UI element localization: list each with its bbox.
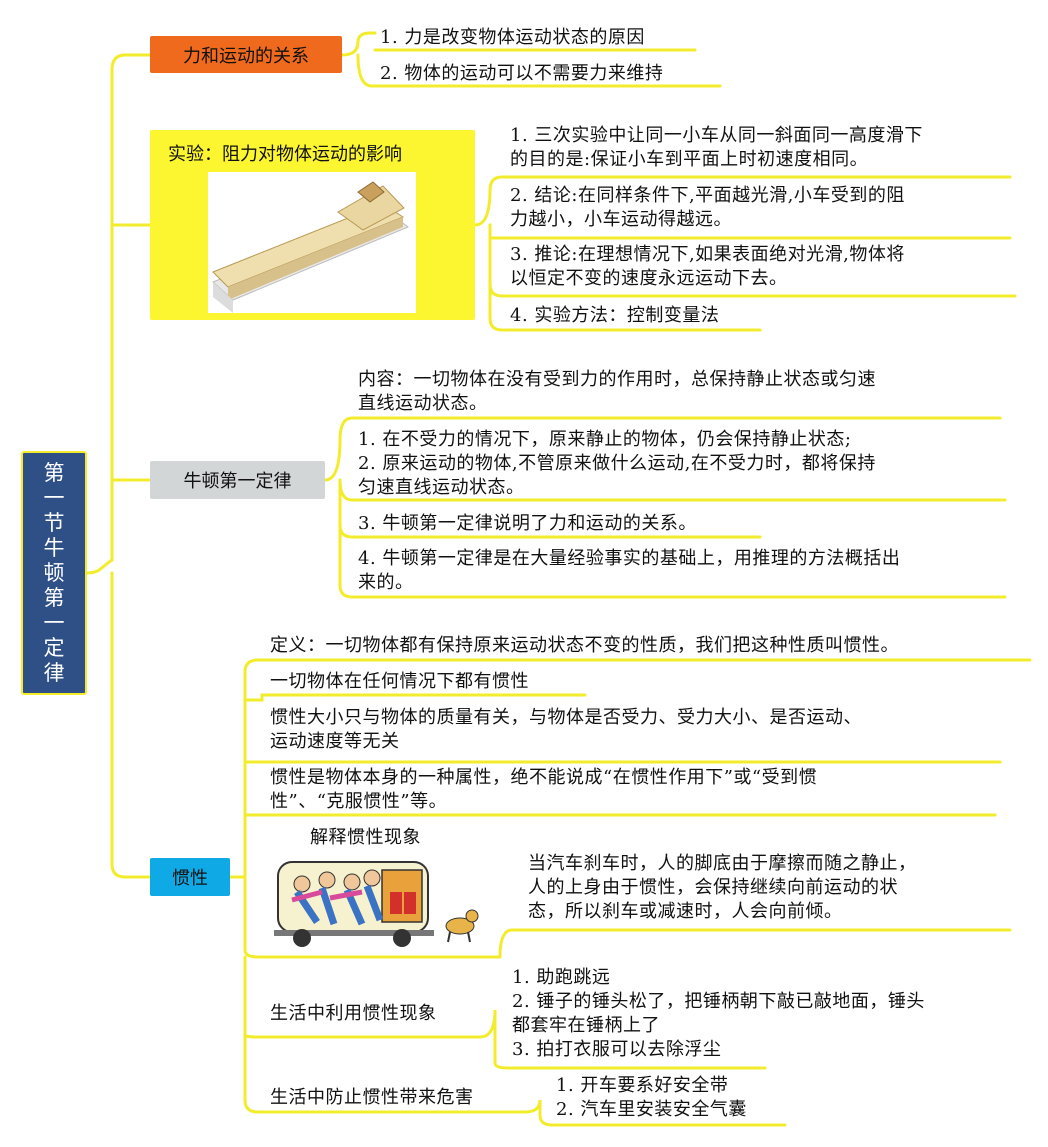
- inertia-definition: 定义：一切物体都有保持原来运动状态不变的性质，我们把这种性质叫惯性。: [270, 635, 899, 656]
- experiment-item: 2. 结论:在同样条件下,平面越光滑,小车受到的阻 力越小，小车运动得越远。: [510, 185, 905, 230]
- bus-passengers-image: [272, 852, 484, 948]
- inertia-explain-text: 当汽车刹车时，人的脚底由于摩擦而随之静止， 人的上身由于惯性，会保持继续向前运动…: [528, 853, 917, 922]
- force-motion-item: 1. 力是改变物体运动状态的原因: [380, 27, 645, 48]
- experiment-title: 实验：阻力对物体运动的影响: [168, 144, 402, 165]
- inertia-use-label: 生活中利用惯性现象: [270, 1003, 437, 1024]
- branch-inertia: 惯性: [150, 858, 230, 896]
- inertia-use-text: 1. 助跑跳远 2. 锤子的锤头松了，把锤柄朝下敲已敲地面，锤头 都套牢在锤柄上…: [512, 967, 925, 1060]
- root-char: 第: [43, 460, 65, 485]
- newton-law-item: 4. 牛顿第一定律是在大量经验事实的基础上，用推理的方法概括出 来的。: [358, 548, 901, 593]
- inertia-prevent-text: 1. 开车要系好安全带 2. 汽车里安装安全气囊: [556, 1075, 747, 1120]
- inertia-item: 惯性是物体本身的一种属性，绝不能说成“在惯性作用下”或“受到惯 性”、“克服惯性…: [270, 767, 818, 812]
- root-title-box: 第 一 节 牛 顿 第 一 定 律: [21, 451, 87, 695]
- root-char: 顿: [43, 560, 65, 585]
- experiment-item: 4. 实验方法：控制变量法: [510, 305, 720, 326]
- newton-law-content: 内容：一切物体在没有受到力的作用时，总保持静止状态或匀速 直线运动状态。: [358, 369, 876, 414]
- inclined-plane-image: [208, 172, 416, 313]
- experiment-item: 1. 三次实验中让同一小车从同一斜面同一高度滑下 的目的是:保证小车到平面上时初…: [510, 125, 923, 170]
- root-char: 节: [43, 510, 65, 535]
- newton-law-item: 3. 牛顿第一定律说明了力和运动的关系。: [358, 513, 697, 534]
- branch-force-motion: 力和运动的关系: [150, 36, 342, 73]
- root-char: 牛: [43, 535, 65, 560]
- experiment-item: 3. 推论:在理想情况下,如果表面绝对光滑,物体将 以恒定不变的速度永远运动下去…: [510, 244, 905, 289]
- inertia-prevent-label: 生活中防止惯性带来危害: [270, 1087, 474, 1108]
- root-char: 一: [43, 485, 65, 510]
- root-char: 第: [43, 585, 65, 610]
- branch-experiment: 实验：阻力对物体运动的影响: [150, 130, 475, 320]
- newton-law-item: 1. 在不受力的情况下，原来静止的物体，仍会保持静止状态; 2. 原来运动的物体…: [358, 429, 876, 498]
- inertia-explain-title: 解释惯性现象: [310, 827, 421, 848]
- root-char: 一: [43, 610, 65, 635]
- root-char: 律: [43, 660, 65, 685]
- force-motion-item: 2. 物体的运动可以不需要力来维持: [380, 63, 664, 84]
- root-char: 定: [43, 635, 65, 660]
- branch-newton-first-law: 牛顿第一定律: [150, 461, 325, 499]
- inertia-item: 惯性大小只与物体的质量有关，与物体是否受力、受力大小、是否运动、 运动速度等无关: [270, 707, 862, 752]
- inertia-item: 一切物体在任何情况下都有惯性: [270, 671, 529, 692]
